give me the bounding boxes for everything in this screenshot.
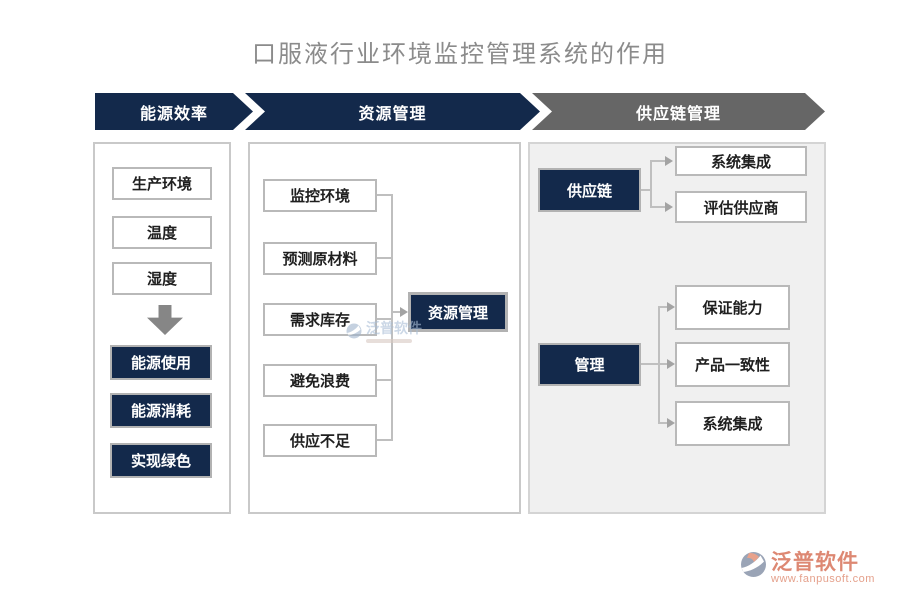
process-banner-resource-label: 资源管理	[358, 105, 427, 123]
brand-logo-icon	[741, 552, 766, 577]
env-box-production: 生产环境	[112, 167, 212, 200]
connector-line	[658, 306, 660, 424]
watermark-brand: 泛普软件	[366, 322, 422, 337]
arrowhead-icon	[665, 156, 673, 166]
process-banner-supply: 供应链管理	[532, 93, 825, 130]
connector-line	[641, 189, 652, 191]
connector-line	[377, 257, 393, 259]
arrowhead-icon	[667, 359, 675, 369]
connector-line	[391, 194, 393, 441]
watermark-logo-icon	[346, 323, 362, 339]
connector-line	[641, 363, 658, 365]
supply-box-evaluate: 评估供应商	[675, 191, 807, 223]
connector-line	[377, 194, 393, 196]
arrowhead-icon	[667, 302, 675, 312]
resource-box-forecast: 预测原材料	[263, 242, 377, 275]
brand-logo-url: www.fanpusoft.com	[771, 573, 875, 585]
energy-box-green: 实现绿色	[110, 443, 212, 478]
management-box-consistency: 产品一致性	[675, 342, 790, 387]
connector-line	[377, 439, 393, 441]
connector-line	[658, 363, 668, 365]
connector-line	[377, 379, 393, 381]
energy-panel: 生产环境 温度 湿度 能源使用 能源消耗 实现绿色	[93, 142, 231, 514]
resource-box-demand: 需求库存	[263, 303, 377, 336]
management-box-capability: 保证能力	[675, 285, 790, 330]
arrowhead-icon	[665, 202, 673, 212]
resource-panel: 监控环境 预测原材料 需求库存 避免浪费 供应不足 资源管理 泛普软件	[248, 142, 521, 514]
supply-panel: 供应链 系统集成 评估供应商 管理 保证能力 产品一致性 系统集成	[528, 142, 826, 514]
process-banner-energy-label: 能源效率	[139, 105, 208, 123]
down-arrow-icon	[147, 305, 183, 335]
connector-line	[658, 422, 668, 424]
footer-brand: 泛普软件 www.fanpusoft.com	[740, 551, 875, 585]
arrowhead-icon	[667, 418, 675, 428]
process-banner-resource: 资源管理	[245, 93, 540, 130]
process-banner-supply-label: 供应链管理	[635, 105, 721, 123]
brand-logo-name: 泛普软件	[771, 550, 859, 574]
resource-box-waste: 避免浪费	[263, 364, 377, 397]
env-box-humidity: 湿度	[112, 262, 212, 295]
management-box: 管理	[538, 343, 641, 386]
connector-line	[650, 160, 666, 162]
energy-box-usage: 能源使用	[110, 345, 212, 380]
connector-line	[658, 306, 668, 308]
watermark-subtext	[366, 339, 412, 343]
process-banner-energy: 能源效率	[95, 93, 253, 130]
supply-chain-box: 供应链	[538, 168, 641, 212]
energy-box-consumption: 能源消耗	[110, 393, 212, 428]
connector-line	[377, 318, 393, 320]
env-box-temperature: 温度	[112, 216, 212, 249]
resource-target-box: 资源管理	[408, 292, 508, 332]
page-title: 口服液行业环境监控管理系统的作用	[252, 42, 668, 68]
center-watermark: 泛普软件	[346, 323, 422, 343]
connector-line	[650, 160, 652, 208]
connector-line	[650, 206, 666, 208]
resource-box-monitor: 监控环境	[263, 179, 377, 212]
management-box-integration: 系统集成	[675, 401, 790, 446]
resource-box-shortage: 供应不足	[263, 424, 377, 457]
supply-box-integration: 系统集成	[675, 146, 807, 176]
arrowhead-icon	[400, 307, 408, 317]
connector-line	[391, 311, 401, 313]
